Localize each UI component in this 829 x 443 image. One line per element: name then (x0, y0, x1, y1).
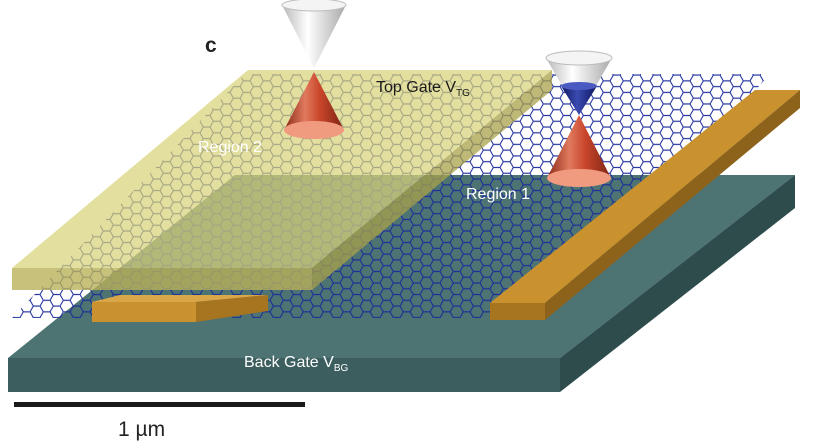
top-gate (12, 70, 552, 290)
region-1-label: Region 1 (466, 186, 530, 203)
region-2-label: Region 2 (198, 139, 262, 156)
top-gate-label: Top Gate VTG (376, 79, 470, 99)
right-contact (490, 90, 800, 320)
panel-label: c (205, 34, 217, 57)
scale-bar-label: 1 µm (118, 418, 165, 441)
dirac-cone-region-2 (281, 0, 347, 139)
back-gate-label: Back Gate VBG (244, 354, 348, 374)
left-contact (92, 295, 268, 322)
dirac-cone-region-1 (545, 50, 613, 187)
scale-bar (14, 402, 305, 407)
